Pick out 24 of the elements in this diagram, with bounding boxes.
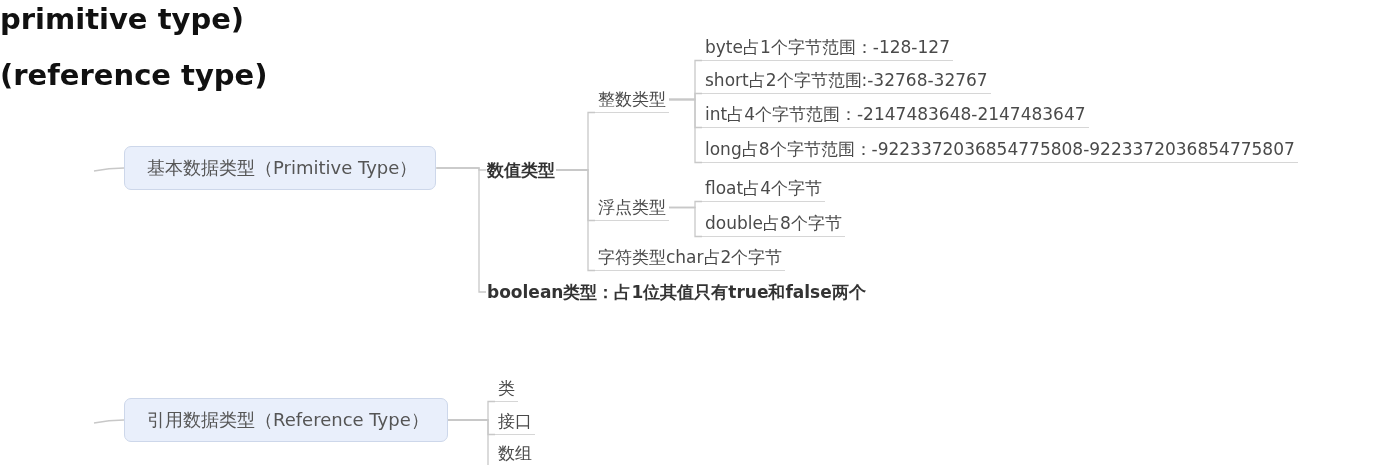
subtopic-label: 浮点类型 (595, 194, 669, 221)
subtopic-label: 字符类型char占2个字节 (595, 244, 786, 271)
subtopic-label: short占2个字节范围:-32768-32767 (702, 67, 991, 94)
connector-line (668, 206, 703, 238)
subtopic-label: 接口 (495, 408, 535, 435)
connector-line (668, 98, 703, 164)
subtopic-label: byte占1个字节范围：-128-127 (702, 34, 953, 61)
topic-label: 数值类型 (486, 157, 556, 183)
subtopic-label: float占4个字节 (702, 175, 825, 202)
connector-line (93, 167, 125, 172)
subtopic-label: double占8个字节 (702, 210, 845, 237)
subtopic-label: 类 (495, 375, 518, 402)
connector-line (555, 169, 596, 272)
heading-text: primitive type) (0, 2, 245, 36)
connector-line (435, 167, 487, 293)
topic-label: boolean类型：占1位其值只有true和false两个 (486, 279, 867, 305)
connector-line (93, 419, 125, 424)
subtopic-label: 整数类型 (595, 86, 669, 113)
topic-box: 引用数据类型（Reference Type） (124, 398, 448, 442)
subtopic-label: long占8个字节范围：-9223372036854775808-9223372036854775807 (702, 136, 1298, 163)
subtopic-label: int占4个字节范围：-2147483648-2147483647 (702, 101, 1089, 128)
heading-text: (reference type) (0, 58, 268, 92)
topic-box: 基本数据类型（Primitive Type） (124, 146, 437, 190)
subtopic-label: 数组 (495, 440, 535, 465)
